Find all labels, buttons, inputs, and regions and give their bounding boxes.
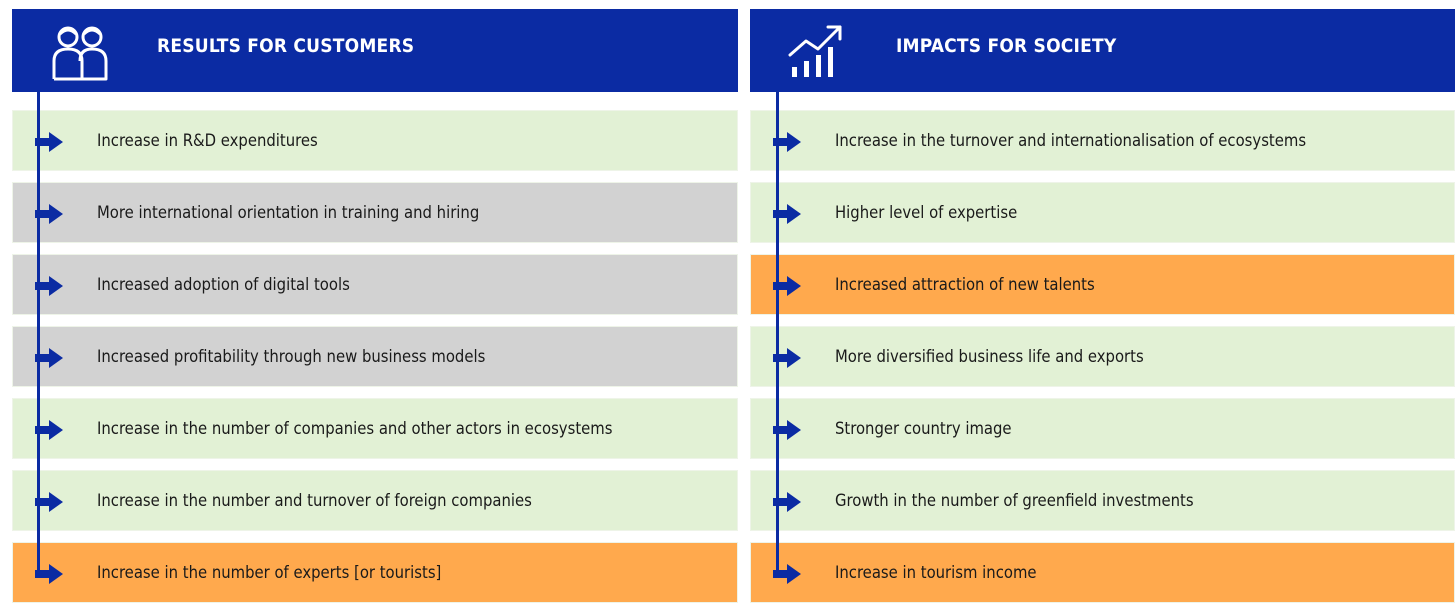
results-for-customers-panel: RESULTS FOR CUSTOMERS Increase in R&D ex… [12, 9, 738, 603]
list-item: Increase in tourism income [750, 542, 1455, 603]
list-item-label: Increased profitability through new busi… [97, 347, 486, 366]
list-item-label: Increased adoption of digital tools [97, 275, 350, 294]
people-icon [52, 26, 108, 81]
list-item-label: Increase in the number of companies and … [97, 419, 613, 438]
list-item-label: Increase in R&D expenditures [97, 131, 318, 150]
list-item-label: Higher level of expertise [835, 203, 1018, 222]
arrow-right-icon [35, 420, 63, 440]
impacts-header: IMPACTS FOR SOCIETY [750, 9, 1455, 92]
list-item-label: Stronger country image [835, 419, 1012, 438]
arrow-right-icon [773, 204, 801, 224]
list-item: More international orientation in traini… [12, 182, 738, 243]
list-item-label: Increased attraction of new talents [835, 275, 1095, 294]
list-item-label: More international orientation in traini… [97, 203, 480, 222]
connector-line [37, 92, 40, 577]
impacts-title: IMPACTS FOR SOCIETY [896, 35, 1117, 57]
arrow-right-icon [773, 492, 801, 512]
arrow-right-icon [35, 348, 63, 368]
arrow-right-icon [773, 276, 801, 296]
arrow-right-icon [35, 492, 63, 512]
arrow-right-icon [35, 276, 63, 296]
list-item-label: Increase in the number and turnover of f… [97, 491, 532, 510]
list-item-label: More diversified business life and expor… [835, 347, 1144, 366]
list-item-label: Increase in the turnover and internation… [835, 131, 1307, 150]
arrow-right-icon [773, 420, 801, 440]
list-item: Increased attraction of new talents [750, 254, 1455, 315]
list-item: Higher level of expertise [750, 182, 1455, 243]
list-item-label: Increase in tourism income [835, 563, 1037, 582]
list-item: Increased profitability through new busi… [12, 326, 738, 387]
arrow-right-icon [773, 564, 801, 584]
arrow-right-icon [35, 564, 63, 584]
connector-line [776, 92, 779, 577]
growth-chart-icon [788, 25, 842, 77]
list-item: Stronger country image [750, 398, 1455, 459]
impacts-for-society-panel: IMPACTS FOR SOCIETY Increase in the turn… [750, 9, 1455, 603]
list-item: Increase in the number of experts [or to… [12, 542, 738, 603]
list-item: Increase in R&D expenditures [12, 110, 738, 171]
arrow-right-icon [773, 132, 801, 152]
list-item: Growth in the number of greenfield inves… [750, 470, 1455, 531]
list-item-label: Growth in the number of greenfield inves… [835, 491, 1194, 510]
list-item: Increase in the number of companies and … [12, 398, 738, 459]
list-item: Increase in the number and turnover of f… [12, 470, 738, 531]
arrow-right-icon [773, 348, 801, 368]
list-item: More diversified business life and expor… [750, 326, 1455, 387]
list-item-label: Increase in the number of experts [or to… [97, 563, 442, 582]
results-title: RESULTS FOR CUSTOMERS [157, 35, 415, 57]
list-item: Increase in the turnover and internation… [750, 110, 1455, 171]
results-header: RESULTS FOR CUSTOMERS [12, 9, 738, 92]
arrow-right-icon [35, 132, 63, 152]
arrow-right-icon [35, 204, 63, 224]
list-item: Increased adoption of digital tools [12, 254, 738, 315]
